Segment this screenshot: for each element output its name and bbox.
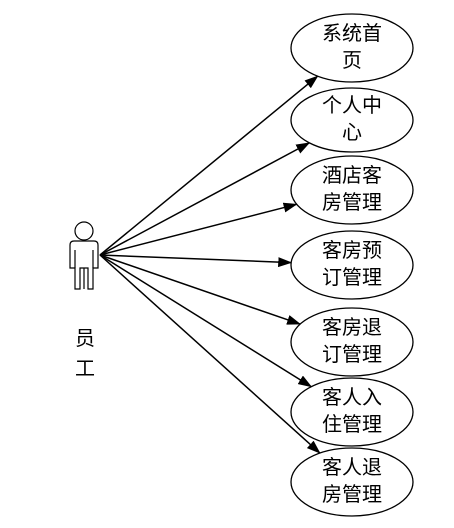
use-case-label-4-line1: 客房预 (322, 238, 382, 262)
use-case-ellipse-5 (290, 307, 414, 377)
use-case-label-5-line1: 客房退 (322, 315, 382, 339)
association-arrow-7 (99, 254, 321, 454)
use-case-label-6-line1: 客人入 (322, 385, 382, 409)
actor-label-line1: 员 (75, 326, 95, 350)
use-case-label-3-line2: 房管理 (322, 190, 382, 214)
use-case-label-2-line2: 心 (342, 120, 362, 144)
actor-body (69, 240, 99, 290)
use-case-label-5-line2: 订管理 (322, 342, 382, 366)
actor-head (74, 221, 94, 241)
use-case-label-1-line1: 系统首 (322, 21, 382, 45)
use-case-ellipse-2 (290, 87, 414, 153)
association-arrow-6 (99, 254, 313, 388)
association-arrow-4 (99, 254, 293, 268)
use-case-label-7-line1: 客人退 (322, 455, 382, 479)
association-arrow-5 (99, 254, 302, 325)
use-case-ellipse-6 (290, 377, 414, 447)
use-case-label-2-line1: 个人中 (322, 93, 382, 117)
actor-label-line2: 工 (75, 356, 95, 380)
association-arrow-1 (99, 75, 319, 256)
association-arrows (99, 75, 321, 454)
use-case-label-1-line2: 页 (342, 48, 362, 72)
association-arrow-3 (99, 202, 298, 256)
use-case-ellipses (290, 13, 414, 517)
association-arrow-2 (99, 142, 311, 256)
use-case-label-6-line2: 住管理 (322, 412, 382, 436)
actor-figure (69, 221, 99, 290)
use-case-ellipse-4 (290, 230, 414, 300)
use-case-ellipse-1 (290, 13, 414, 83)
use-case-label-7-line2: 房管理 (322, 482, 382, 506)
use-case-label-3-line1: 酒店客 (322, 163, 382, 187)
use-case-ellipse-3 (290, 155, 414, 225)
use-case-ellipse-7 (290, 447, 414, 517)
use-case-label-4-line2: 订管理 (322, 265, 382, 289)
